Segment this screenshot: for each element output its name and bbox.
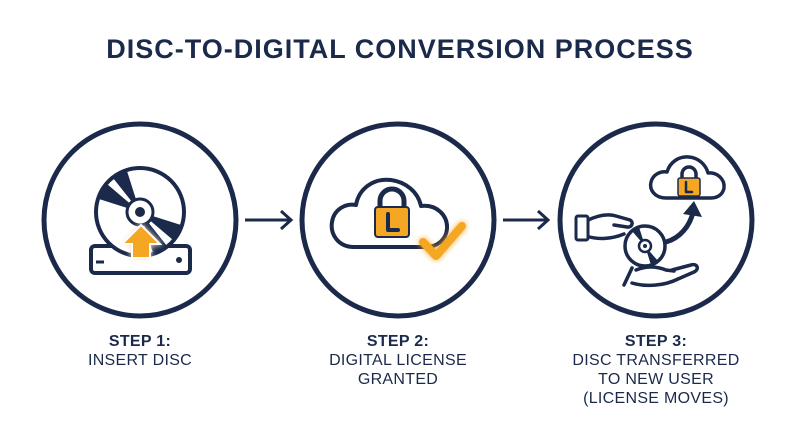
cloud-license-check-icon bbox=[329, 177, 466, 260]
step-label: STEP 2: bbox=[366, 333, 430, 350]
arrow-right-icon bbox=[245, 209, 294, 231]
step-label: STEP 3: bbox=[624, 333, 688, 350]
arrow-right-icon bbox=[503, 209, 551, 231]
disc-drive-insert-icon bbox=[89, 166, 192, 275]
step-label: STEP 1: bbox=[108, 333, 172, 350]
step-description: INSERT DISC bbox=[87, 352, 193, 369]
step-2-caption: STEP 2: DIGITAL LICENSE GRANTED bbox=[288, 332, 508, 389]
page-title: DISC-TO-DIGITAL CONVERSION PROCESS bbox=[106, 34, 694, 64]
step-3-caption: STEP 3: DISC TRANSFERRED TO NEW USER (LI… bbox=[546, 332, 766, 408]
step-description: DIGITAL LICENSE GRANTED bbox=[329, 352, 467, 388]
step-description: DISC TRANSFERRED TO NEW USER (LICENSE MO… bbox=[572, 352, 740, 407]
step-1-caption: STEP 1: INSERT DISC bbox=[30, 332, 250, 370]
disc-handoff-cloud-icon bbox=[574, 155, 726, 288]
